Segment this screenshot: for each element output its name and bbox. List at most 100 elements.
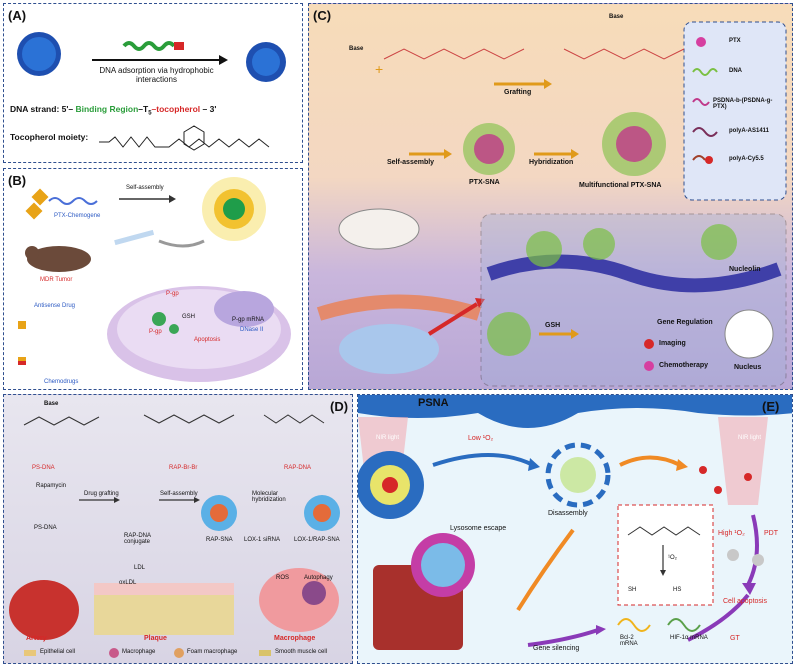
self-assembly-label: Self-assembly bbox=[387, 159, 435, 166]
syringe-icon bbox=[114, 229, 155, 246]
dna-strand-icon bbox=[122, 41, 176, 51]
grafting-label: Grafting bbox=[504, 89, 532, 96]
legend-smooth-muscle: Smooth muscle cell bbox=[275, 649, 328, 655]
lox-sirna-label: LOX-1 siRNA bbox=[244, 537, 281, 543]
cell-inset bbox=[480, 213, 787, 387]
panel-a-label: (A) bbox=[8, 8, 27, 23]
strand-t: –T bbox=[138, 104, 149, 114]
legend-polya-cy55: polyA-Cy5.5 bbox=[729, 156, 764, 162]
nucleus-icon bbox=[724, 309, 774, 359]
panel-e-label: (E) bbox=[762, 399, 780, 414]
chemodrugs-label: Chemodrugs bbox=[44, 379, 79, 385]
ptx-sna-particle bbox=[463, 123, 515, 175]
plaque-icon bbox=[94, 595, 234, 635]
lox-rap-sna-label: LOX-1/RAP-SNA bbox=[294, 537, 340, 543]
gt-label: GT bbox=[730, 635, 740, 642]
golden-sna-particle bbox=[202, 177, 266, 241]
legend-dna: DNA bbox=[729, 68, 742, 74]
ros-label: ROS bbox=[276, 575, 290, 581]
hybridization-label: Hybridization bbox=[529, 159, 574, 166]
rap-br-label: RAP-Br-Br bbox=[169, 465, 198, 471]
strand-prefix: DNA strand: 5'– bbox=[10, 104, 76, 114]
panel-a: (A) DNA adsorption via hydrophobic inter… bbox=[3, 3, 303, 163]
multifunctional-sna-particle bbox=[602, 112, 666, 176]
autophagy-label: Autophagy bbox=[304, 575, 333, 581]
psna-label: PSNA bbox=[418, 397, 449, 409]
chemotherapy-label: Chemotherapy bbox=[659, 362, 709, 369]
dna-strand-sequence: DNA strand: 5'– Binding Region–T5–tocoph… bbox=[10, 104, 216, 117]
nir-light-right-label: NIR light bbox=[738, 435, 762, 441]
disassembling-particle bbox=[545, 442, 611, 508]
panel-b-label: (B) bbox=[8, 173, 27, 188]
ps-dna-label-2: PS-DNA bbox=[34, 525, 57, 531]
panel-c-graphics: + bbox=[316, 21, 787, 387]
base-label: Base bbox=[44, 401, 59, 407]
gene-regulation-label: Gene Regulation bbox=[657, 319, 713, 326]
panel-d-graphics bbox=[9, 414, 340, 658]
ps-dna-label: PS-DNA bbox=[32, 465, 55, 471]
ptx-chemogene-label: PTX-Chemogene bbox=[54, 213, 101, 219]
mouse-icon bbox=[338, 208, 420, 250]
macrophage-label: Macrophage bbox=[274, 635, 316, 642]
panel-d: (D) Base PS-DNA RAP-Br-Br RAP-DNA Rapamy… bbox=[3, 394, 353, 664]
legend-macrophage: Macrophage bbox=[122, 649, 156, 655]
rap-sna-label: RAP-SNA bbox=[206, 537, 233, 543]
cell-apoptosis-label: Cell apoptosis bbox=[723, 598, 767, 605]
pgp-label-2: P-gp bbox=[149, 329, 162, 335]
disassembly-label: Disassembly bbox=[548, 510, 588, 517]
ptx-sna-label: PTX-SNA bbox=[469, 179, 500, 186]
pgp-mrna-label: P-gp mRNA bbox=[232, 317, 265, 323]
legend-foam-macrophage: Foam macrophage bbox=[187, 649, 238, 655]
adsorption-text: DNA adsorption via hydrophobic interacti… bbox=[99, 66, 214, 84]
strand-t-sub: 5 bbox=[148, 110, 152, 117]
legend-epithelial: Epithelial cell bbox=[40, 649, 76, 655]
plaque-label: Plaque bbox=[144, 635, 167, 642]
base-label-1: Base bbox=[349, 46, 364, 52]
panel-b: (B) PTX-Chemogene Self-assembly MDR Tumo… bbox=[3, 168, 303, 390]
mouse-icon bbox=[27, 246, 91, 272]
panel-a-graphics bbox=[17, 32, 286, 151]
panel-c-label: (C) bbox=[313, 8, 332, 23]
nir-light-right bbox=[718, 417, 768, 505]
nucleus-label: Nucleus bbox=[734, 364, 762, 371]
panel-e-graphics bbox=[358, 395, 792, 650]
panel-e: (E) PSNA NIR light NIR light Low ¹O₂ Dis… bbox=[357, 394, 793, 664]
svg-text:+: + bbox=[375, 61, 383, 77]
legend-polya-as1411: polyA-AS1411 bbox=[729, 128, 770, 134]
low-singlet-oxygen-label: Low ¹O₂ bbox=[468, 435, 494, 442]
bcl2-mrna-label: Bcl-2 mRNA bbox=[620, 635, 638, 647]
blood-vessel bbox=[316, 294, 482, 321]
ldl-label: LDL bbox=[134, 565, 146, 571]
nir-light-left-label: NIR light bbox=[376, 435, 400, 441]
panel-d-label: (D) bbox=[330, 399, 349, 414]
rap-dna-conjugate-label: RAP-DNA conjugate bbox=[124, 533, 151, 545]
rap-dna-label: RAP-DNA bbox=[284, 465, 312, 471]
rapamycin-label: Rapamycin bbox=[36, 483, 67, 489]
panel-b-graphics bbox=[18, 177, 291, 382]
drug-grafting-label: Drug grafting bbox=[84, 491, 119, 497]
panel-c: + bbox=[308, 3, 793, 390]
strand-suffix: – 3' bbox=[200, 104, 217, 114]
legend-box bbox=[683, 21, 787, 201]
sh-label: SH bbox=[628, 587, 637, 593]
molecular-hybridization-label: Molecular hybridization bbox=[252, 491, 286, 503]
artery-label: Artery bbox=[26, 635, 47, 642]
multifunctional-sna-label: Multifunctional PTX-SNA bbox=[579, 182, 662, 189]
self-assembly-label: Self-assembly bbox=[160, 491, 198, 497]
pdt-label: PDT bbox=[764, 530, 778, 537]
nanoparticle-shell bbox=[22, 37, 56, 71]
lysosome-escape-label: Lysosome escape bbox=[450, 525, 507, 532]
gsh-label: GSH bbox=[545, 322, 561, 329]
high-singlet-oxygen-label: High ¹O₂ bbox=[718, 530, 745, 537]
tocopherol-moiety-label: Tocopherol moiety: bbox=[10, 132, 89, 142]
antisense-drug-label: Antisense Drug bbox=[34, 303, 76, 309]
hif-mrna-label: HIF-1α mRNA bbox=[670, 635, 708, 641]
mdr-tumor-label: MDR Tumor bbox=[40, 277, 73, 283]
strand-binding-region: Binding Region bbox=[75, 104, 139, 114]
oxldl-label: oxLDL bbox=[119, 580, 137, 586]
singlet-oxygen-arrow-label: ¹O₂ bbox=[668, 555, 677, 561]
sna-particle bbox=[246, 42, 286, 82]
dnase-label: DNase II bbox=[240, 327, 264, 333]
membrane bbox=[486, 254, 782, 293]
pgp-label-1: P-gp bbox=[166, 291, 179, 297]
